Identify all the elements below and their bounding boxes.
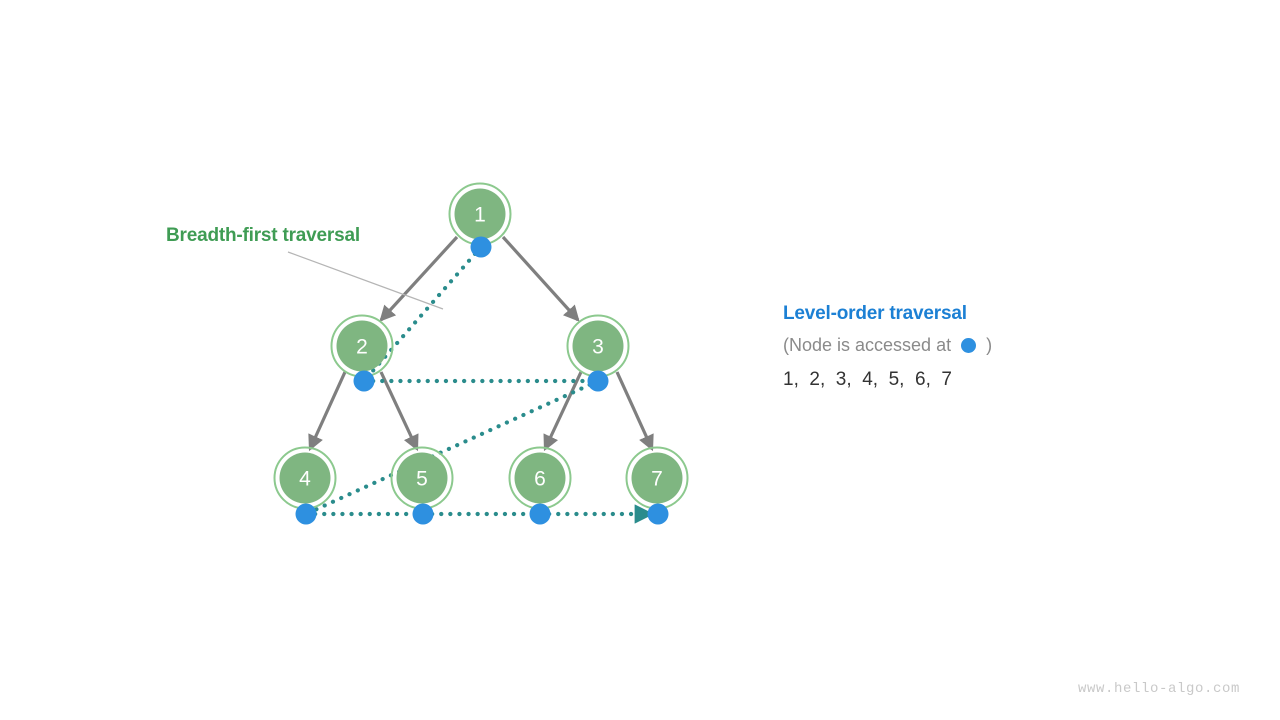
edge-1-3 (501, 235, 580, 322)
node-value: 7 (651, 468, 663, 491)
access-dot-node-3 (587, 370, 609, 392)
tree-node-5[interactable]: 5 (390, 446, 454, 510)
panel-note-suffix: ) (981, 335, 993, 355)
tree-edges (308, 235, 654, 452)
panel-title: Level-order traversal (783, 303, 967, 324)
access-dot-node-6 (529, 503, 551, 525)
node-value: 2 (356, 336, 368, 359)
bfs-label: Breadth-first traversal (166, 225, 360, 246)
tree-nodes: 1 2 3 4 5 6 7 (273, 182, 689, 510)
node-body (336, 320, 388, 372)
access-dot-node-4 (295, 503, 317, 525)
panel-note-prefix: (Node is accessed at (783, 335, 957, 355)
panel-note: (Node is accessed at ) (783, 334, 1203, 356)
node-body (454, 188, 506, 240)
access-dot-node-2 (353, 370, 375, 392)
node-value: 4 (299, 468, 311, 491)
access-dots (295, 236, 669, 525)
node-body (631, 452, 683, 504)
tree-node-6[interactable]: 6 (508, 446, 572, 510)
tree-node-7[interactable]: 7 (625, 446, 689, 510)
traversal-sequence: 1, 2, 3, 4, 5, 6, 7 (783, 369, 952, 390)
edge-3-6 (543, 371, 583, 452)
tree-node-4[interactable]: 4 (273, 446, 337, 510)
traversal-segment-3-4 (303, 378, 601, 517)
node-body (572, 320, 624, 372)
edge-2-4 (308, 371, 347, 452)
node-body (396, 452, 448, 504)
node-value: 5 (416, 468, 428, 491)
tree-node-2[interactable]: 2 (330, 314, 394, 378)
tree-node-3[interactable]: 3 (566, 314, 630, 378)
node-value: 3 (592, 336, 604, 359)
edge-3-7 (615, 371, 654, 452)
access-dot-node-1 (470, 236, 492, 258)
watermark: www.hello-algo.com (1077, 681, 1240, 697)
traversal-path (303, 244, 655, 524)
traversal-segment-1-2 (361, 244, 484, 384)
access-dot-legend-icon (961, 337, 977, 353)
bfs-label-leader-line (287, 251, 444, 310)
node-body (514, 452, 566, 504)
node-body (279, 452, 331, 504)
node-value: 6 (534, 468, 546, 491)
edge-1-2 (379, 235, 459, 322)
edge-2-5 (379, 371, 419, 452)
tree-node-1[interactable]: 1 (448, 182, 512, 246)
access-dot-node-7 (647, 503, 669, 525)
traversal-info-panel: Level-order traversal (Node is accessed … (783, 303, 1203, 392)
access-dot-node-5 (412, 503, 434, 525)
node-value: 1 (474, 204, 486, 227)
